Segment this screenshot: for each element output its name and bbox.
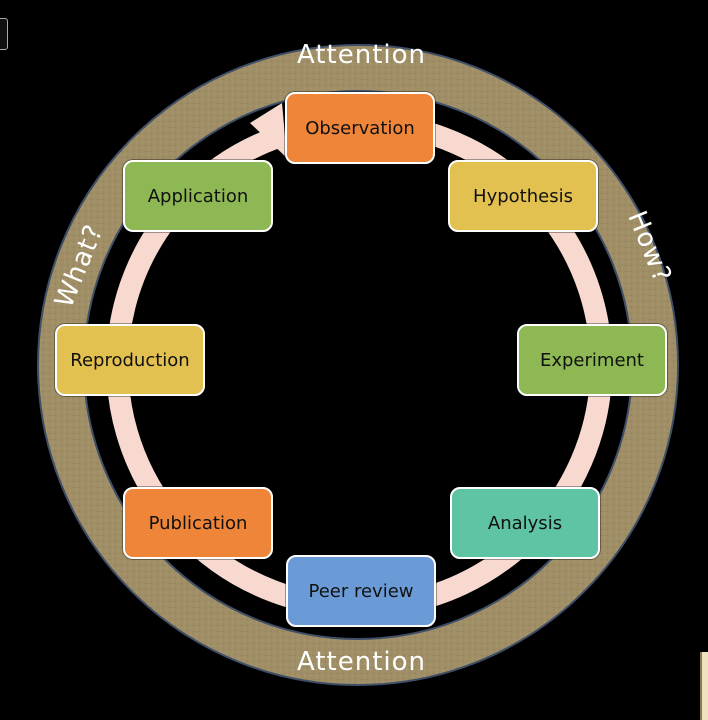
node-publication: Publication	[123, 487, 273, 559]
node-experiment: Experiment	[517, 324, 667, 396]
node-hypothesis: Hypothesis	[448, 160, 598, 232]
node-observation: Observation	[285, 92, 435, 164]
cycle-arrow-head	[250, 103, 287, 158]
ring-label-bottom: Attention	[297, 647, 426, 677]
window-edge-button[interactable]	[0, 18, 8, 50]
node-reproduction: Reproduction	[55, 324, 205, 396]
node-analysis: Analysis	[450, 487, 600, 559]
node-peer-review: Peer review	[286, 555, 436, 627]
corner-panel-edge	[700, 652, 708, 720]
ring-label-top: Attention	[297, 40, 426, 70]
node-application: Application	[123, 160, 273, 232]
